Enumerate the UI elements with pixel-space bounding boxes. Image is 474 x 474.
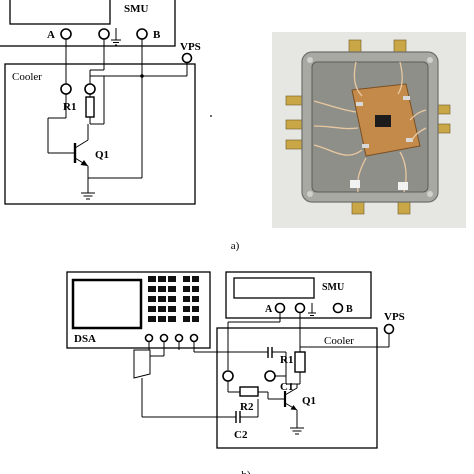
dsa-screen bbox=[71, 278, 143, 330]
r1-label: R1 bbox=[63, 101, 76, 113]
r2-label: R2 bbox=[240, 401, 254, 413]
chip-icon bbox=[375, 115, 391, 127]
vps-label: VPS bbox=[180, 41, 201, 53]
dsa-probe bbox=[133, 349, 151, 379]
q1-transistor bbox=[47, 94, 89, 178]
screw-icon bbox=[307, 191, 313, 197]
cooler-label: Cooler bbox=[12, 71, 42, 83]
cooler-label-b: Cooler bbox=[324, 335, 354, 347]
screw-icon bbox=[427, 57, 433, 63]
board-terminal-right bbox=[84, 83, 96, 95]
terminal-ground-b bbox=[294, 302, 306, 314]
q1-transistor-b bbox=[268, 384, 298, 428]
terminal-ground bbox=[98, 28, 110, 40]
c2-label: C2 bbox=[234, 429, 248, 441]
terminal-b bbox=[136, 28, 148, 40]
terminal-a-label-b: A bbox=[265, 304, 273, 315]
q1-label: Q1 bbox=[95, 149, 109, 161]
r1-label-b: R1 bbox=[280, 354, 293, 366]
r1-resistor bbox=[85, 96, 95, 118]
terminal-a-b bbox=[274, 302, 286, 314]
board-terminal-right-b bbox=[264, 370, 276, 382]
dsa-label: DSA bbox=[74, 333, 96, 345]
smu-label-b: SMU bbox=[322, 282, 344, 293]
screw-icon bbox=[427, 191, 433, 197]
panel-b-schematic: DSA bbox=[66, 271, 405, 449]
caption-a: a) bbox=[231, 240, 240, 252]
caption-b: b) bbox=[241, 469, 251, 474]
vps-terminal-b bbox=[383, 323, 395, 335]
vps-label-b: VPS bbox=[384, 311, 405, 323]
dsa-input-1 bbox=[144, 333, 154, 343]
ground-icon bbox=[290, 427, 304, 435]
smu-label: SMU bbox=[124, 3, 149, 15]
dsa-input-3 bbox=[174, 333, 184, 343]
cooler-box bbox=[4, 63, 196, 205]
sma-connector-icon bbox=[285, 139, 303, 150]
dsa-input-4 bbox=[189, 333, 199, 343]
r1-resistor-b bbox=[294, 351, 306, 373]
cooler-box-b bbox=[216, 327, 378, 449]
ground-icon bbox=[111, 28, 121, 46]
ground-icon bbox=[81, 192, 95, 200]
terminal-a bbox=[60, 28, 72, 40]
panel-a-schematic: SMU A B VPS Cooler R1 bbox=[0, 0, 212, 205]
r2-resistor bbox=[239, 386, 259, 397]
terminal-b-b bbox=[332, 302, 344, 314]
terminal-a-label: A bbox=[47, 29, 55, 41]
board-terminal-left-b bbox=[222, 370, 234, 382]
dsa-input-2 bbox=[159, 333, 169, 343]
screw-icon bbox=[307, 57, 313, 63]
sma-connector-icon bbox=[285, 119, 303, 130]
device-photo bbox=[272, 32, 466, 228]
vps-terminal bbox=[181, 52, 193, 64]
smu-box bbox=[0, 0, 176, 47]
ground-icon bbox=[308, 303, 316, 316]
smu-display bbox=[9, 0, 111, 25]
smu-display-b bbox=[233, 277, 315, 299]
smu-box-b bbox=[225, 271, 372, 319]
board-terminal-left bbox=[60, 83, 72, 95]
terminal-b-label-b: B bbox=[346, 304, 353, 315]
q1-label-b: Q1 bbox=[302, 395, 316, 407]
dsa-keypad bbox=[148, 276, 199, 322]
dsa-box bbox=[66, 271, 211, 349]
terminal-b-label: B bbox=[153, 29, 161, 41]
sma-connector-icon bbox=[285, 95, 303, 106]
